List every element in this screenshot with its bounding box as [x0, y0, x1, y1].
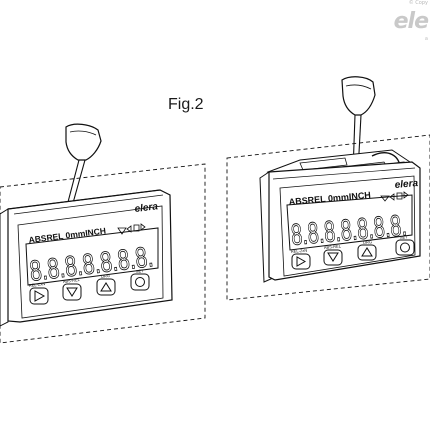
right-display-window	[286, 194, 413, 251]
right-assembly	[226, 76, 430, 301]
watermark-small-text: a	[424, 36, 428, 42]
right-button-label-4: SET	[400, 234, 409, 240]
right-button-3	[357, 244, 377, 261]
left-assembly	[0, 123, 206, 344]
right-dashed-panel	[226, 134, 430, 301]
left-display-window	[25, 227, 159, 286]
left-button-4	[130, 273, 150, 291]
left-button-label-2: ABS-REL	[63, 277, 81, 284]
left-button-1	[29, 287, 49, 305]
right-button-1	[291, 253, 311, 270]
right-button-label-2: ABS-REL	[324, 243, 342, 250]
right-button-label-1: REL-ZxN	[291, 248, 308, 254]
left-brand-text: elera	[134, 201, 159, 215]
left-button-2	[62, 283, 82, 301]
left-button-label-3: ORG	[101, 273, 111, 279]
left-button-3	[96, 278, 116, 296]
watermark-logo: ele	[393, 9, 429, 34]
right-device-body	[268, 161, 421, 281]
figure-title: Fig.2	[168, 96, 204, 113]
right-button-2	[323, 249, 343, 266]
right-button-4	[395, 239, 415, 256]
right-screwdriver-handle	[341, 76, 376, 116]
right-brand-text: elera	[394, 178, 419, 191]
left-screwdriver-handle	[65, 123, 102, 161]
left-button-label-1: REL-ZxN	[29, 281, 46, 288]
left-dashed-panel	[0, 163, 206, 344]
watermark-copyright: © Copy	[408, 0, 428, 6]
right-button-label-3: ORG	[363, 239, 373, 245]
left-button-label-4: SET	[136, 268, 145, 274]
left-screwdriver-shaft	[67, 159, 80, 203]
